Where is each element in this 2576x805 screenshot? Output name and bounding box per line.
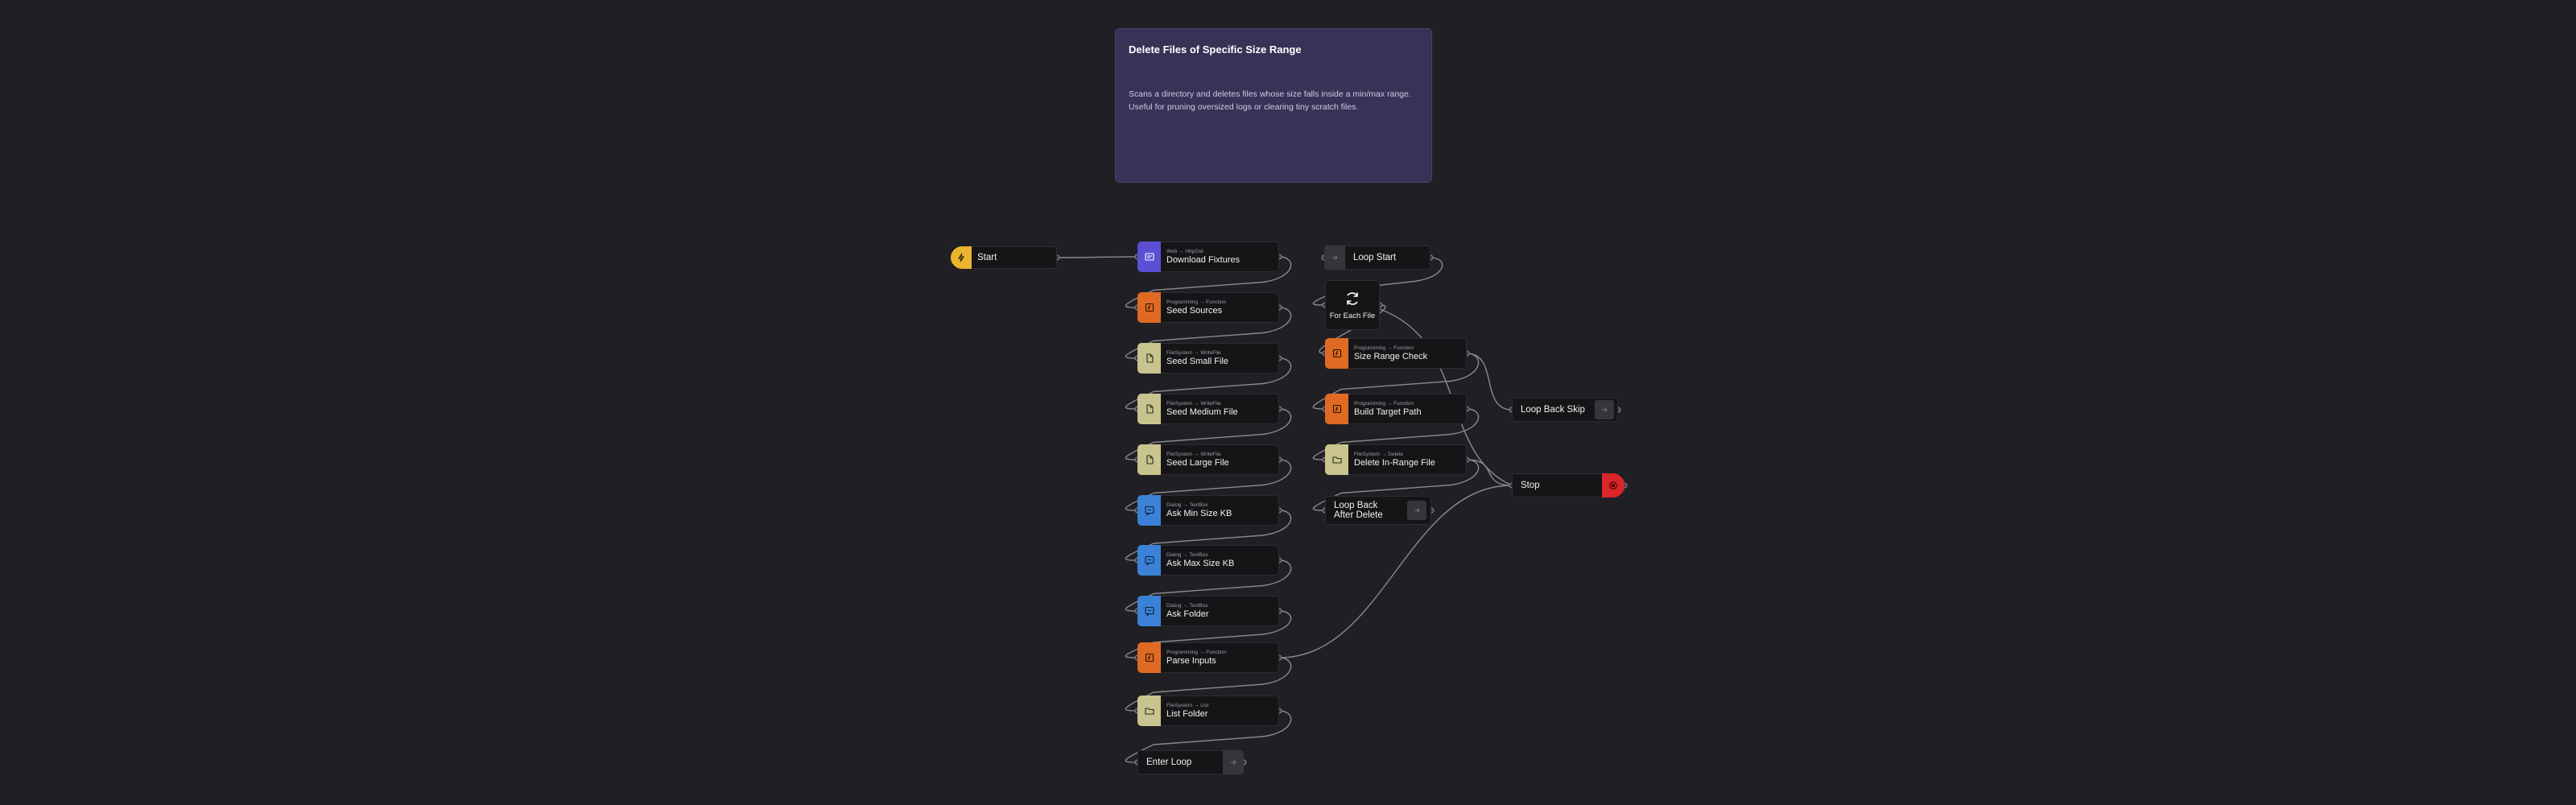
note-title: Delete Files of Specific Size Range <box>1129 43 1302 56</box>
function-icon <box>1137 292 1161 323</box>
node-label: Delete In-Range File <box>1354 457 1435 468</box>
dialog-icon <box>1137 495 1161 526</box>
wire-sizecheck-skip <box>1466 353 1513 411</box>
node-label: Seed Large File <box>1166 457 1229 468</box>
node-loop-back-skip[interactable]: Loop Back Skip <box>1512 398 1618 422</box>
node-label: Ask Max Size KB <box>1166 558 1235 568</box>
node-label: Ask Min Size KB <box>1166 508 1232 518</box>
node-category: FileSystem → List <box>1166 702 1209 708</box>
node-label: Parse Inputs <box>1166 655 1216 666</box>
node-start[interactable]: Start <box>951 246 1057 269</box>
node-category: Programming → Function <box>1166 649 1227 655</box>
file-icon <box>1137 444 1161 475</box>
node-category: FileSystem → WriteFile <box>1166 451 1221 457</box>
note-body: Scans a directory and deletes files whos… <box>1129 89 1411 112</box>
node-label: Loop Back After Delete <box>1334 501 1383 520</box>
node-label: Stop <box>1521 480 1540 490</box>
folder-icon <box>1325 444 1348 475</box>
dialog-icon <box>1137 545 1161 576</box>
node-category: Dialog → TextBox <box>1166 551 1208 558</box>
arrow-right-icon <box>1223 750 1244 774</box>
node-label: Loop Start <box>1353 252 1397 262</box>
node-label: Ask Folder <box>1166 609 1209 619</box>
node-label: List Folder <box>1166 708 1208 719</box>
function-icon <box>1137 642 1161 673</box>
loop-icon <box>1344 290 1361 308</box>
dialog-icon <box>1137 596 1161 626</box>
node-label: Size Range Check <box>1354 351 1428 361</box>
node-stop[interactable]: Stop <box>1512 473 1624 497</box>
node-category: Dialog → TextBox <box>1166 602 1208 609</box>
arrow-right-icon <box>1407 501 1426 520</box>
node-enter-loop[interactable]: Enter Loop <box>1137 750 1244 774</box>
node-label: Start <box>977 252 997 262</box>
function-icon <box>1325 394 1348 424</box>
node-label: For Each File <box>1329 311 1376 320</box>
node-label: Enter Loop <box>1146 757 1192 767</box>
node-category: Programming → Function <box>1166 299 1227 305</box>
node-label: Seed Sources <box>1166 305 1223 316</box>
wire-delete-stop <box>1466 459 1513 486</box>
node-category: Programming → Function <box>1354 400 1414 407</box>
description-note[interactable]: Delete Files of Specific Size Range Scan… <box>1115 28 1432 183</box>
node-category: Dialog → TextBox <box>1166 502 1208 508</box>
arrow-right-icon <box>1595 400 1614 419</box>
wire-start-download <box>1056 256 1138 258</box>
node-category: Web → HttpGet <box>1166 248 1203 254</box>
node-label: Seed Small File <box>1166 356 1229 366</box>
node-category: FileSystem → Delete <box>1354 451 1404 457</box>
function-icon <box>1325 338 1348 369</box>
node-category: Programming → Function <box>1354 345 1414 351</box>
lightning-icon <box>951 246 972 269</box>
file-icon <box>1137 394 1161 424</box>
node-loop-start[interactable]: Loop Start <box>1324 246 1430 270</box>
node-category: FileSystem → WriteFile <box>1166 400 1221 407</box>
arrow-right-icon <box>1324 246 1345 270</box>
node-loop-back-after-delete[interactable]: Loop Back After Delete <box>1325 496 1431 525</box>
node-label: Download Fixtures <box>1166 254 1241 265</box>
node-label: Build Target Path <box>1354 407 1422 417</box>
node-label: Seed Medium File <box>1166 407 1238 417</box>
folder-icon <box>1137 696 1161 726</box>
download-icon <box>1137 242 1161 272</box>
stop-icon <box>1602 473 1624 497</box>
node-category: FileSystem → WriteFile <box>1166 349 1221 356</box>
node-label: Loop Back Skip <box>1521 404 1585 415</box>
file-icon <box>1137 343 1161 374</box>
node-for-each-file[interactable]: For Each File <box>1325 280 1380 330</box>
